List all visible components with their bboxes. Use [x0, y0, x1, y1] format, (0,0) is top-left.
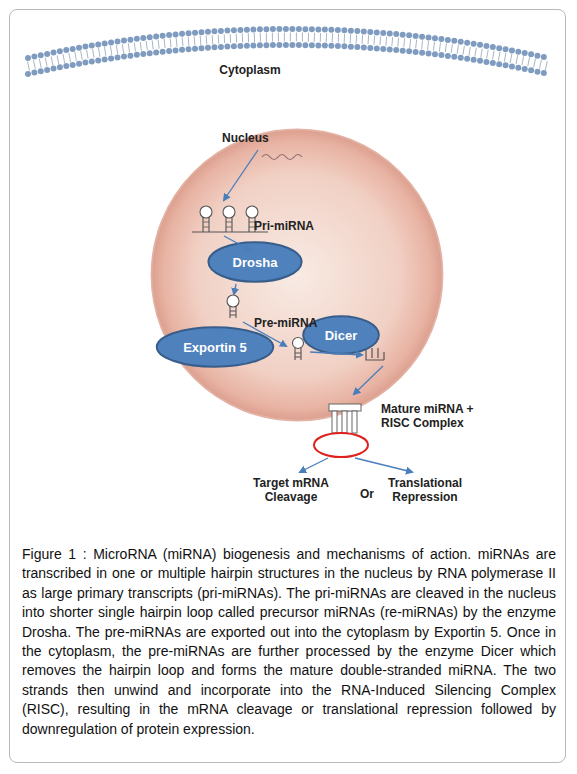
node-label: Exportin 5 [155, 326, 275, 368]
mirna-duplex [366, 348, 384, 360]
node-label: Drosha [207, 241, 303, 283]
dna-strand [262, 155, 302, 160]
transcription-arrow [224, 150, 258, 200]
connector-word: Or [360, 487, 380, 501]
pre-mirna-hairpin [227, 295, 239, 318]
outcome-label: Translational Repression [372, 476, 478, 504]
enzyme-ellipse: Drosha [207, 241, 303, 283]
lipid-heads-inner [28, 45, 548, 74]
processing-arrow [224, 236, 250, 250]
molecule-label: Pri-miRNA [254, 219, 324, 233]
figure-caption: Figure 1 : MicroRNA (miRNA) biogenesis a… [22, 545, 556, 739]
compartment-label: Nucleus [222, 131, 292, 146]
exporter-ellipse: Exportin 5 [155, 326, 275, 368]
molecule-label: Pre-miRNA [254, 316, 324, 330]
cell-nucleus: NucleusDrosha [150, 128, 444, 422]
outcome-label: Target mRNA Cleavage [245, 476, 337, 504]
processing-arrow [234, 284, 236, 294]
nucleus-outline [150, 128, 444, 422]
cytoplasmic-hairpin [293, 338, 304, 361]
dicing-arrow [310, 352, 362, 355]
risc-complex [329, 404, 361, 433]
compartment-label: Cytoplasm [210, 63, 290, 77]
highlight-ring [314, 433, 368, 457]
outcome-arrow [355, 458, 412, 472]
complex-label: Mature miRNA + RISC Complex [381, 402, 485, 430]
loading-arrow [354, 366, 383, 394]
outcome-arrow [300, 458, 328, 472]
